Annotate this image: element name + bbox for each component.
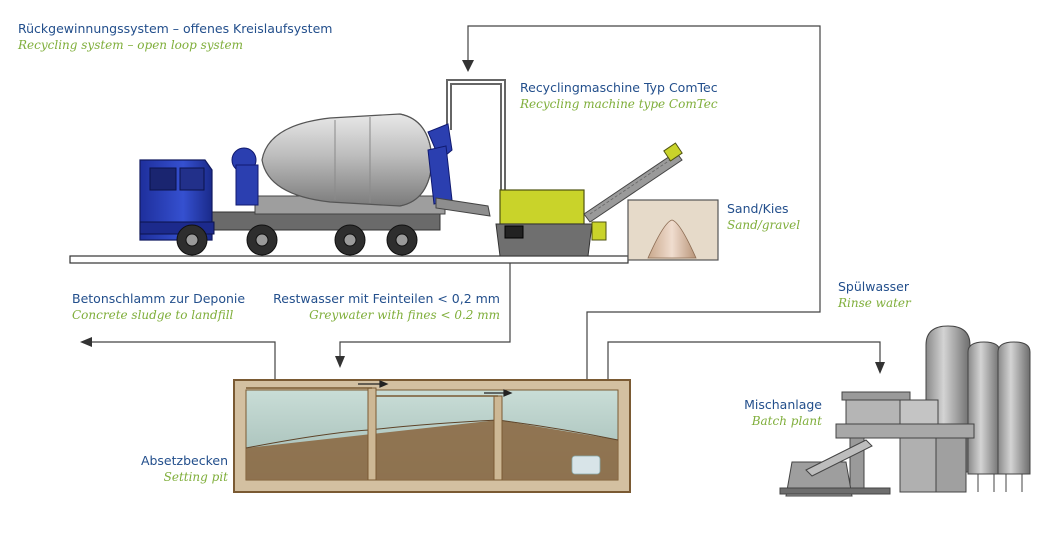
title-en: Recycling system – open loop system	[18, 38, 244, 52]
sludge-label: Betonschlamm zur Deponie Concrete sludge…	[72, 290, 245, 324]
sludge-label-de: Betonschlamm zur Deponie	[72, 291, 246, 306]
riser-pipe	[446, 79, 506, 190]
batch-plant-label: Mischanlage Batch plant	[700, 396, 822, 430]
truck-wheels	[176, 224, 418, 256]
sand-bin	[627, 199, 719, 261]
screw-conveyor	[583, 142, 683, 223]
sand-label: Sand/Kies Sand/gravel	[727, 200, 800, 234]
return-pipe	[462, 25, 821, 468]
ground-line	[69, 255, 629, 264]
plant-structure	[779, 391, 975, 497]
mixer-chute	[427, 123, 491, 217]
greywater-label: Restwasser mit Feinteilen < 0,2 mm Greyw…	[268, 290, 500, 324]
greywater-label-en: Greywater with fines < 0.2 mm	[309, 308, 500, 322]
title-de: Rückgewinnungssystem – offenes Kreislauf…	[18, 21, 333, 36]
recycling-machine	[495, 142, 683, 257]
sand-label-en: Sand/gravel	[727, 218, 801, 232]
truck-cab	[139, 159, 215, 241]
greywater-label-de: Restwasser mit Feinteilen < 0,2 mm	[273, 291, 500, 306]
recycling-machine-label-de: Recyclingmaschine Typ ComTec	[520, 80, 718, 95]
title: Rückgewinnungssystem – offenes Kreislauf…	[18, 20, 332, 54]
recycling-machine-label: Recyclingmaschine Typ ComTec Recycling m…	[520, 79, 718, 113]
settling-pit	[233, 379, 631, 493]
pit-label-de: Absetzbecken	[140, 453, 228, 468]
drum-front-pedestal	[231, 147, 259, 206]
rinse-label-de: Spülwasser	[838, 279, 910, 294]
greywater-arrow	[335, 263, 511, 368]
rinse-label-en: Rinse water	[838, 296, 911, 310]
recycling-machine-label-en: Recycling machine type ComTec	[520, 97, 718, 111]
batch-plant-label-de: Mischanlage	[744, 397, 822, 412]
batch-plant-label-en: Batch plant	[751, 414, 822, 428]
sand-label-de: Sand/Kies	[727, 201, 789, 216]
batch-plant	[779, 325, 1031, 497]
rinse-label: Spülwasser Rinse water	[838, 278, 911, 312]
sludge-label-en: Concrete sludge to landfill	[72, 308, 234, 322]
mixer-truck	[139, 113, 491, 256]
pit-label: Absetzbecken Setting pit	[110, 452, 228, 486]
overflow-arrows	[358, 380, 513, 397]
mixer-drum	[261, 113, 433, 207]
pit-label-en: Setting pit	[163, 470, 228, 484]
